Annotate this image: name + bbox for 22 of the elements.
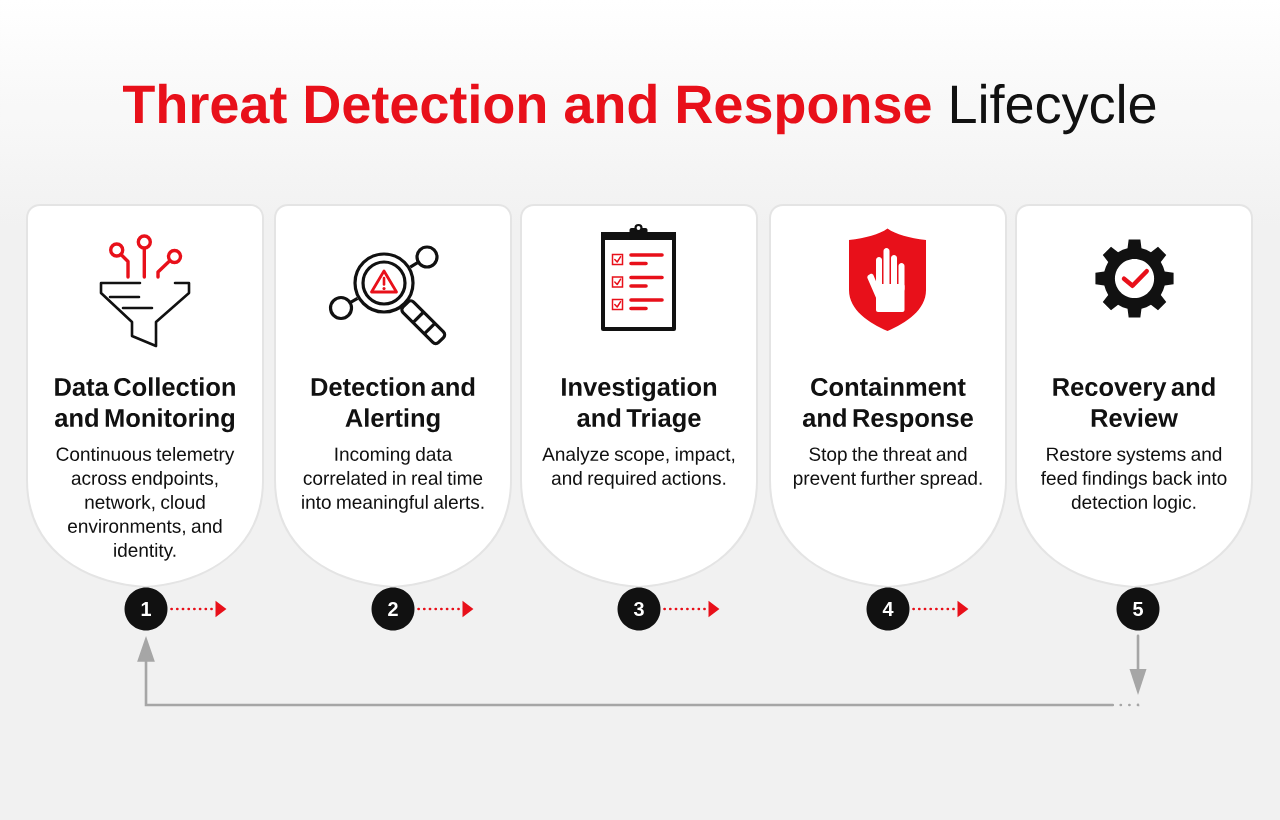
number-badge: 3 xyxy=(617,587,661,631)
step-heading: Data Collection and Monitoring xyxy=(55,377,235,433)
number-badge: 2 xyxy=(371,587,415,631)
title: Threat Detection and Response Lifecycle xyxy=(123,83,1156,135)
step-description: Stop the threat and prevent further spread. xyxy=(793,446,982,489)
number-badge: 1 xyxy=(124,587,168,631)
step-heading: Containment and Response xyxy=(802,377,973,433)
number-badge: 5 xyxy=(1116,587,1160,631)
shield-card xyxy=(769,204,1007,588)
step-heading: Investigation and Triage xyxy=(562,377,717,433)
step-description: Incoming data correlated in real time into meaningful alerts. xyxy=(302,446,484,513)
shield-card xyxy=(274,204,512,588)
shield-card xyxy=(520,204,758,588)
shield-card xyxy=(26,204,264,588)
step-description: Continuous telemetry across endpoints, network, cloud environments, and identity. xyxy=(56,446,235,561)
shield-card xyxy=(1015,204,1253,588)
step-description: Analyze scope, impact, and required actions. xyxy=(542,446,735,489)
number-badge: 4 xyxy=(866,587,910,631)
step-description: Restore systems and feed findings back into detection logic. xyxy=(1041,446,1227,513)
loop-arrow xyxy=(137,634,1147,707)
step-heading: Detection and Alerting xyxy=(311,377,475,433)
step-heading: Recovery and Review xyxy=(1053,377,1215,427)
